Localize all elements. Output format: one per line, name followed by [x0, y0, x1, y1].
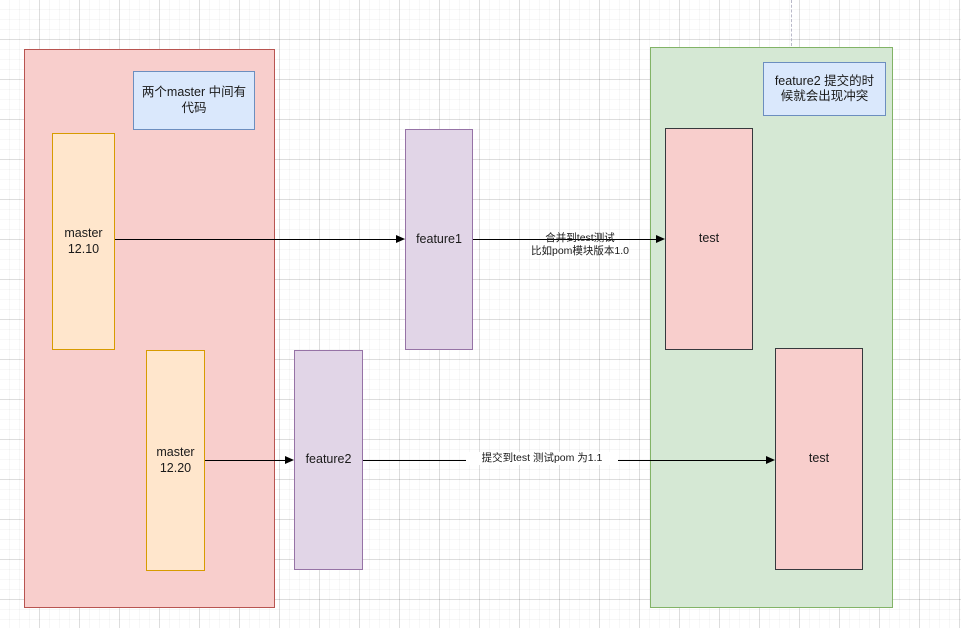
node-test-bottom-label: test: [808, 451, 830, 466]
edge-feature2-test-arrowhead: [766, 456, 775, 464]
edge-feature1-test-line: [473, 239, 656, 240]
node-master-1210[interactable]: master 12.10: [52, 133, 115, 350]
node-feature2-label: feature2: [305, 452, 352, 467]
note-right[interactable]: feature2 提交的时候就会出现冲突: [763, 62, 886, 116]
vertical-guide-line: [791, 0, 792, 46]
node-master-1220-label: master 12.20: [156, 445, 195, 475]
edge-feature1-test-arrowhead: [656, 235, 665, 243]
edge-master1220-feature2-arrowhead: [285, 456, 294, 464]
note-left-label: 两个master 中间有代码: [141, 85, 247, 115]
node-feature1[interactable]: feature1: [405, 129, 473, 350]
edge-master1210-feature1-line: [115, 239, 396, 240]
node-feature2[interactable]: feature2: [294, 350, 363, 570]
node-master-1210-label: master 12.10: [64, 226, 103, 256]
node-test-top-label: test: [698, 231, 720, 246]
node-test-bottom[interactable]: test: [775, 348, 863, 570]
node-feature1-label: feature1: [416, 231, 462, 246]
edge-feature2-test-label: 提交到test 测试pom 为1.1: [466, 452, 618, 466]
edge-master1220-feature2-line: [205, 460, 285, 461]
note-left[interactable]: 两个master 中间有代码: [133, 71, 255, 130]
node-master-1220[interactable]: master 12.20: [146, 350, 205, 571]
edge-master1210-feature1-arrowhead: [396, 235, 405, 243]
edge-feature1-test-label: 合并到test测试 比如pom模块版本1.0: [530, 232, 630, 258]
node-test-top[interactable]: test: [665, 128, 753, 350]
note-right-label: feature2 提交的时候就会出现冲突: [774, 73, 875, 103]
